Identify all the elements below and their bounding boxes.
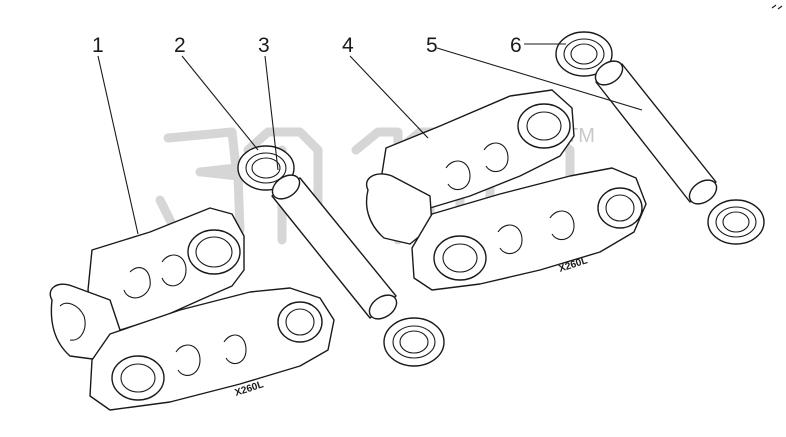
link-assembly-left: X260L <box>49 207 335 411</box>
leader-lines <box>97 43 643 235</box>
leader-3 <box>264 55 279 171</box>
link-assembly-right: X260L <box>365 89 647 291</box>
callout-6: 6 <box>510 34 522 57</box>
callout-labels: 1 2 3 4 5 6 <box>92 34 522 57</box>
pin-bore-front-right <box>433 235 487 281</box>
leader-2 <box>181 55 259 151</box>
leader-5 <box>436 47 643 111</box>
callout-3: 3 <box>258 34 270 57</box>
bushing-bore-front-right <box>597 187 643 229</box>
leader-1 <box>97 55 139 235</box>
seal-ring-right-top <box>555 31 613 77</box>
callout-2: 2 <box>174 34 186 57</box>
leader-4 <box>349 55 429 139</box>
seal-ring-lower-left <box>383 317 445 367</box>
track-pin-right <box>594 60 718 205</box>
seal-ring-right-bottom <box>707 199 765 245</box>
corner-mark <box>771 4 783 10</box>
track-pin-left <box>271 174 398 320</box>
pin-bore-front <box>111 355 165 401</box>
bushing-bore-rear-right <box>517 103 571 149</box>
bushing-bore-front <box>277 301 323 343</box>
callout-5: 5 <box>426 34 438 57</box>
callout-4: 4 <box>342 34 354 57</box>
callout-1: 1 <box>92 34 104 57</box>
